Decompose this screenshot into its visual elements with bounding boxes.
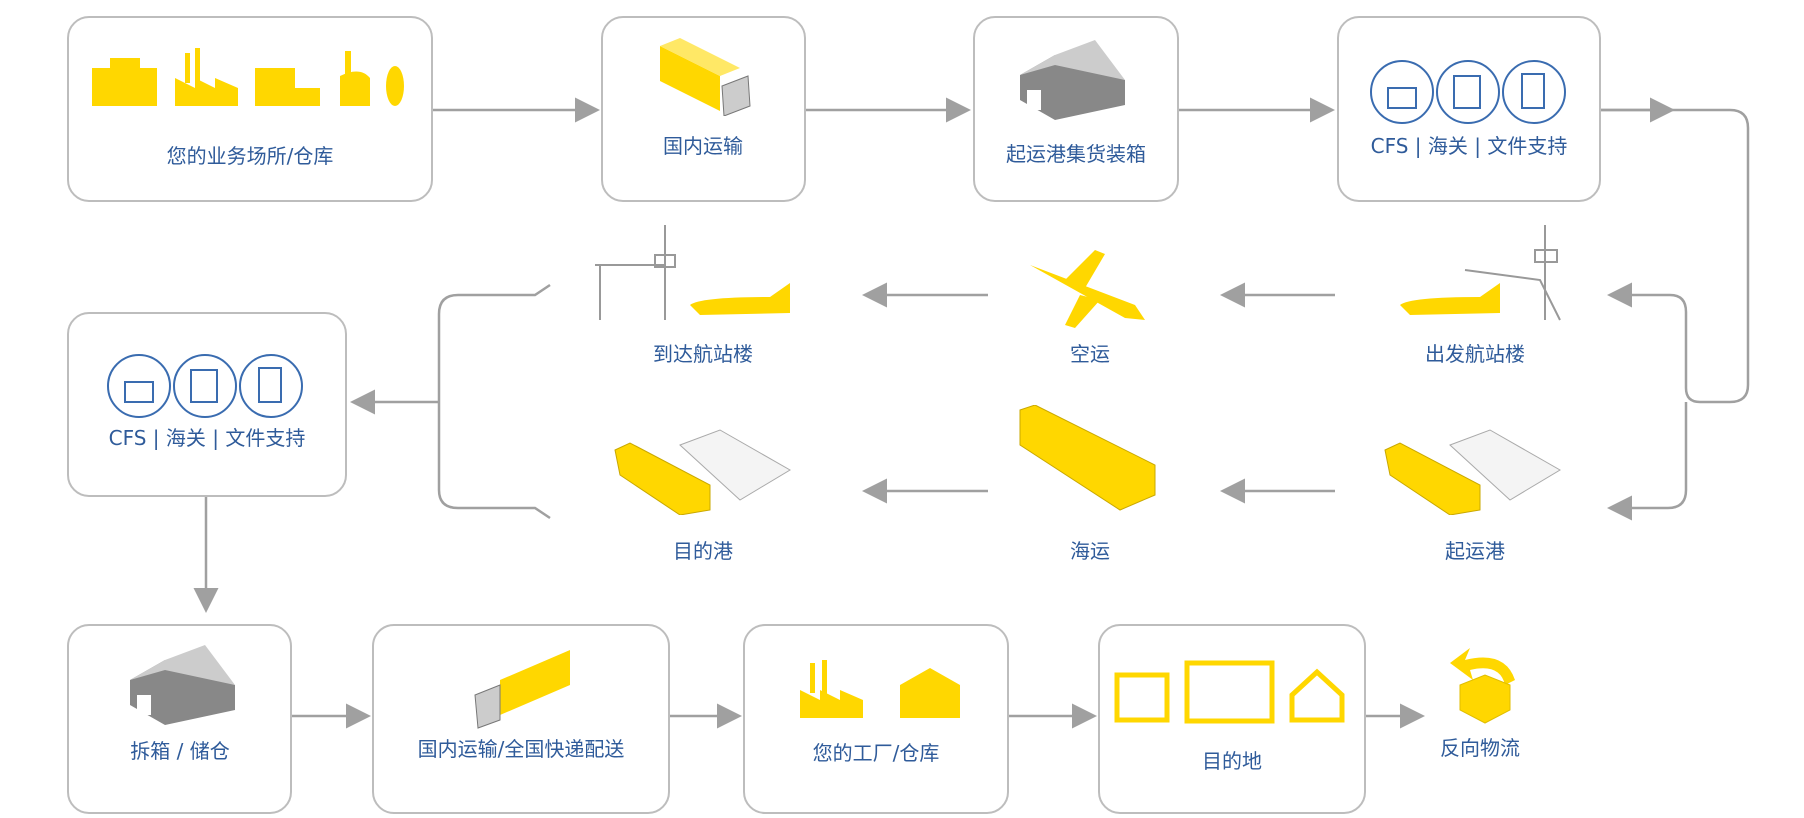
truck-icon [660,38,751,116]
airplane-icon [1030,250,1145,328]
merge-bracket [437,283,551,520]
warehouse-icon [1020,40,1125,120]
label-origin-consolidation: 起运港集货装箱 [1006,142,1146,166]
label-air-freight: 空运 [1070,342,1110,366]
label-destination: 目的地 [1202,749,1262,773]
branch-sea [1607,402,1688,521]
label-arrival-terminal: 到达航站楼 [653,342,753,366]
step-domestic-transport [601,16,806,202]
label-destination-port: 目的港 [673,539,733,563]
label-sea-freight: 海运 [1070,539,1110,563]
label-departure-terminal: 出发航站楼 [1425,342,1525,366]
destination-port-icon [614,429,791,515]
branch-air [1601,108,1750,404]
cfs-customs-docs-icons [1370,60,1566,124]
label-dest-cfs: CFS | 海关 | 文件支持 [108,426,306,450]
buildings-factories-icon [92,48,404,106]
delivery-truck-icon [474,650,570,729]
label-devanning: 拆箱 / 储仓 [130,739,230,763]
label-reverse-logistics: 反向物流 [1440,736,1520,760]
reverse-logistics-icon [1450,648,1515,724]
warehouse-icon-dest [130,645,235,725]
label-origin-port: 起运港 [1445,539,1505,563]
departure-terminal-icon [1400,225,1561,321]
factory-warehouse-icon [800,660,960,718]
origin-port-icon [1384,429,1561,515]
label-origin-cfs: CFS | 海关 | 文件支持 [1370,134,1568,158]
label-domestic-transport: 国内运输 [663,134,743,158]
container-ship-icon [1019,405,1156,511]
cfs-customs-docs-icons-dest [107,354,303,418]
label-your-factory: 您的工厂/仓库 [812,741,940,765]
label-origin-site: 您的业务场所/仓库 [166,144,334,168]
store-building-house-icon [1114,660,1345,724]
step-domestic-delivery [372,624,670,814]
arrival-terminal-icon [595,225,790,320]
step-your-factory [743,624,1009,814]
step-origin-site [67,16,433,202]
label-domestic-delivery: 国内运输/全国快递配送 [417,737,625,761]
